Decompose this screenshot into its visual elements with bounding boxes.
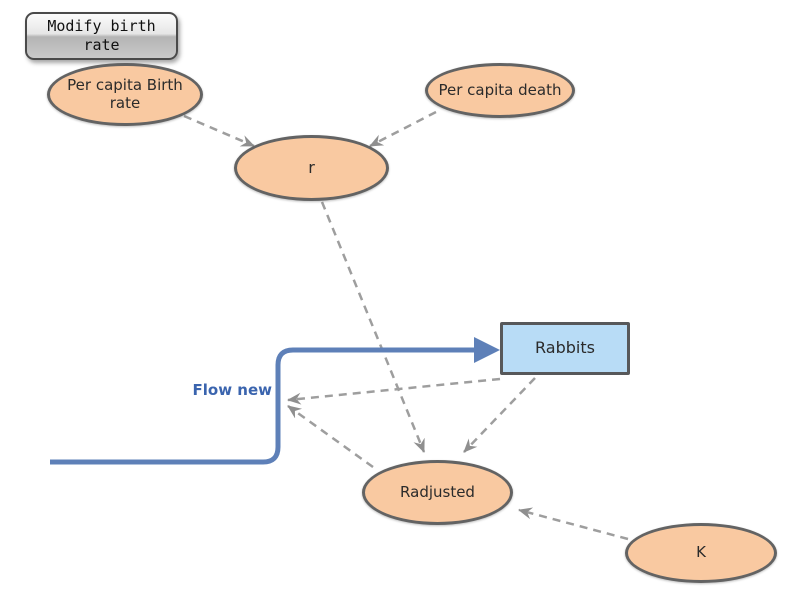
- link-k-to-radjusted[interactable]: [518, 507, 629, 541]
- link-deathrate-to-r[interactable]: [369, 110, 437, 148]
- stock-label: Rabbits: [535, 338, 595, 358]
- link-rabbits-to-radjusted[interactable]: [463, 377, 536, 453]
- variable-label: K: [696, 543, 706, 562]
- variable-per-capita-death[interactable]: Per capita death: [425, 63, 575, 118]
- flow-new-label[interactable]: Flow new: [192, 381, 272, 399]
- variable-radjusted[interactable]: Radjusted: [362, 460, 513, 525]
- stock-rabbits[interactable]: Rabbits: [500, 322, 630, 375]
- variable-per-capita-birth-rate[interactable]: Per capita Birth rate: [47, 63, 203, 126]
- modify-birth-rate-label: Modify birth rate: [47, 16, 156, 55]
- variable-r[interactable]: r: [234, 135, 389, 201]
- variable-label: r: [308, 157, 315, 177]
- variable-k[interactable]: K: [625, 523, 777, 583]
- variable-label: Radjusted: [400, 482, 475, 501]
- flow-arrowhead-icon: [474, 337, 500, 363]
- variable-label: Per capita Birth rate: [67, 76, 183, 112]
- link-radjusted-to-flow[interactable]: [287, 404, 374, 469]
- link-birthrate-to-r[interactable]: [183, 114, 255, 148]
- variable-label: Per capita death: [438, 80, 562, 99]
- link-r-to-radjusted[interactable]: [320, 201, 426, 453]
- modify-birth-rate-button[interactable]: Modify birth rate: [25, 12, 178, 60]
- link-rabbits-to-flow[interactable]: [287, 377, 501, 405]
- flow-pipe[interactable]: [50, 347, 476, 465]
